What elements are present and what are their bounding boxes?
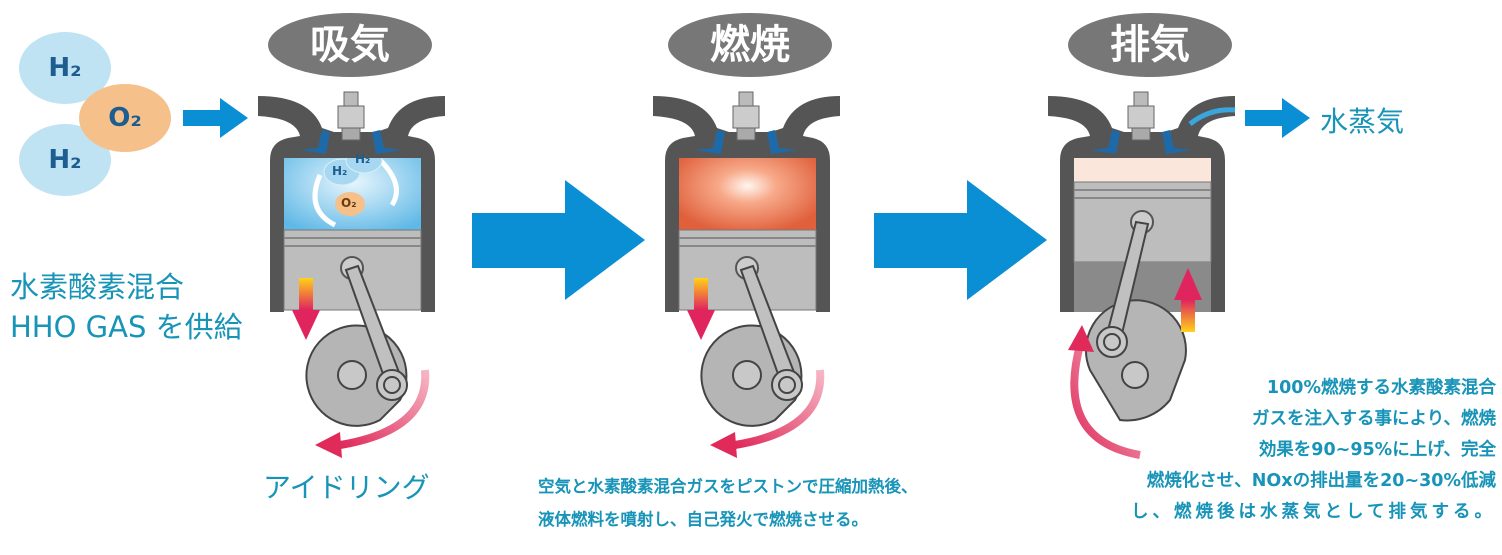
stage-pill-combustion [668, 13, 832, 77]
h2-label-bottom: H₂ [48, 145, 82, 175]
engine-combustion [652, 91, 841, 458]
output-arrow [1245, 98, 1310, 138]
chamber-h2-a: H₂ [332, 164, 348, 178]
o2-bubble [79, 84, 171, 152]
stage-pill-intake [268, 13, 432, 77]
h2-bubble-top [19, 32, 111, 104]
exhaust-line-5: し、燃焼後は水蒸気として排気する。 [1131, 502, 1496, 522]
exhaust-line-3: 効果を90~95%に上げ、完全 [1258, 440, 1496, 460]
chamber-o2: O₂ [341, 196, 357, 210]
engine-exhaust [1047, 91, 1236, 459]
combustion-description: 空気と水素酸素混合ガスをピストンで圧縮加熱後、 液体燃料を噴射し、自己発火で燃焼… [538, 470, 918, 536]
stage-arrow-1 [472, 180, 645, 300]
intake-line-2: HHO GAS を供給 [10, 310, 243, 344]
chamber-h2-b: H₂ [355, 152, 371, 166]
idling-label: アイドリング [263, 471, 430, 504]
exhaust-line-1: 100%燃焼する水素酸素混合 [1266, 378, 1496, 398]
exhaust-line-4: 燃焼化させ、NOxの排出量を20~30%低減 [1146, 471, 1496, 491]
combustion-line-2: 液体燃料を噴射し、自己発火で燃焼させる。 [538, 510, 868, 529]
exhaust-line-2: ガスを注入する事により、燃焼 [1252, 409, 1496, 429]
o2-label: O₂ [108, 103, 142, 133]
combustion-line-1: 空気と水素酸素混合ガスをピストンで圧縮加熱後、 [538, 477, 918, 496]
intake-line-1: 水素酸素混合 [10, 270, 185, 304]
h2-bubble-bottom [19, 124, 111, 196]
engine-intake [257, 91, 446, 458]
stage-pill-exhaust [1068, 13, 1232, 77]
exhaust-description: 100%燃焼する水素酸素混合 ガスを注入する事により、燃焼 効果を90~95%に… [1131, 373, 1496, 528]
stage-label-exhaust: 排気 [1110, 22, 1190, 68]
h2-label-top: H₂ [48, 53, 82, 83]
input-arrow [183, 98, 248, 138]
stage-arrow-2 [874, 180, 1047, 300]
water-vapor-label: 水蒸気 [1320, 105, 1405, 138]
stage-label-combustion: 燃焼 [710, 22, 790, 68]
stage-label-intake: 吸気 [310, 22, 390, 68]
